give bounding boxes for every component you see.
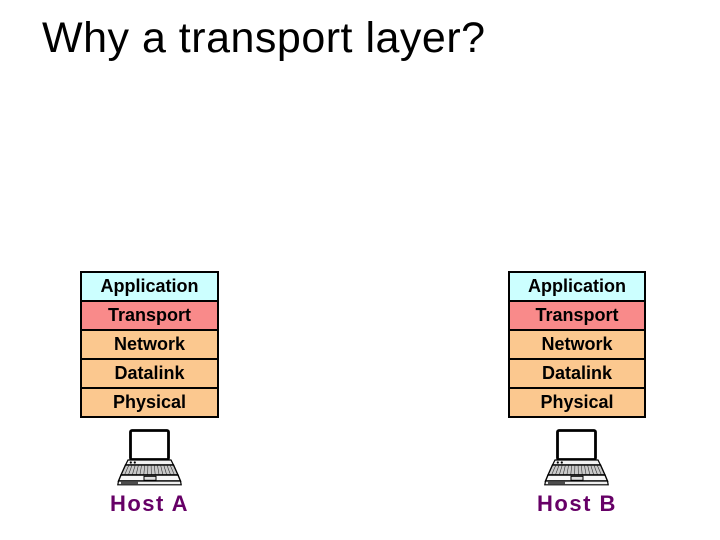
layer-physical: Physical xyxy=(508,387,646,418)
slide-title: Why a transport layer? xyxy=(42,14,486,62)
layer-transport: Transport xyxy=(80,300,219,331)
layer-datalink: Datalink xyxy=(80,358,219,389)
layer-datalink: Datalink xyxy=(508,358,646,389)
layer-transport: Transport xyxy=(508,300,646,331)
layer-physical: Physical xyxy=(80,387,219,418)
layer-application: Application xyxy=(80,271,219,302)
host-b-label: Host B xyxy=(537,491,617,516)
layer-network: Network xyxy=(80,329,219,360)
laptop-computer-icon xyxy=(544,429,610,487)
protocol-stack-host-b: Application Transport Network Datalink P… xyxy=(508,271,646,418)
layer-network: Network xyxy=(508,329,646,360)
protocol-stack-host-a: Application Transport Network Datalink P… xyxy=(80,271,219,418)
layer-application: Application xyxy=(508,271,646,302)
laptop-computer-icon xyxy=(117,429,183,487)
host-a-label: Host A xyxy=(109,491,190,516)
